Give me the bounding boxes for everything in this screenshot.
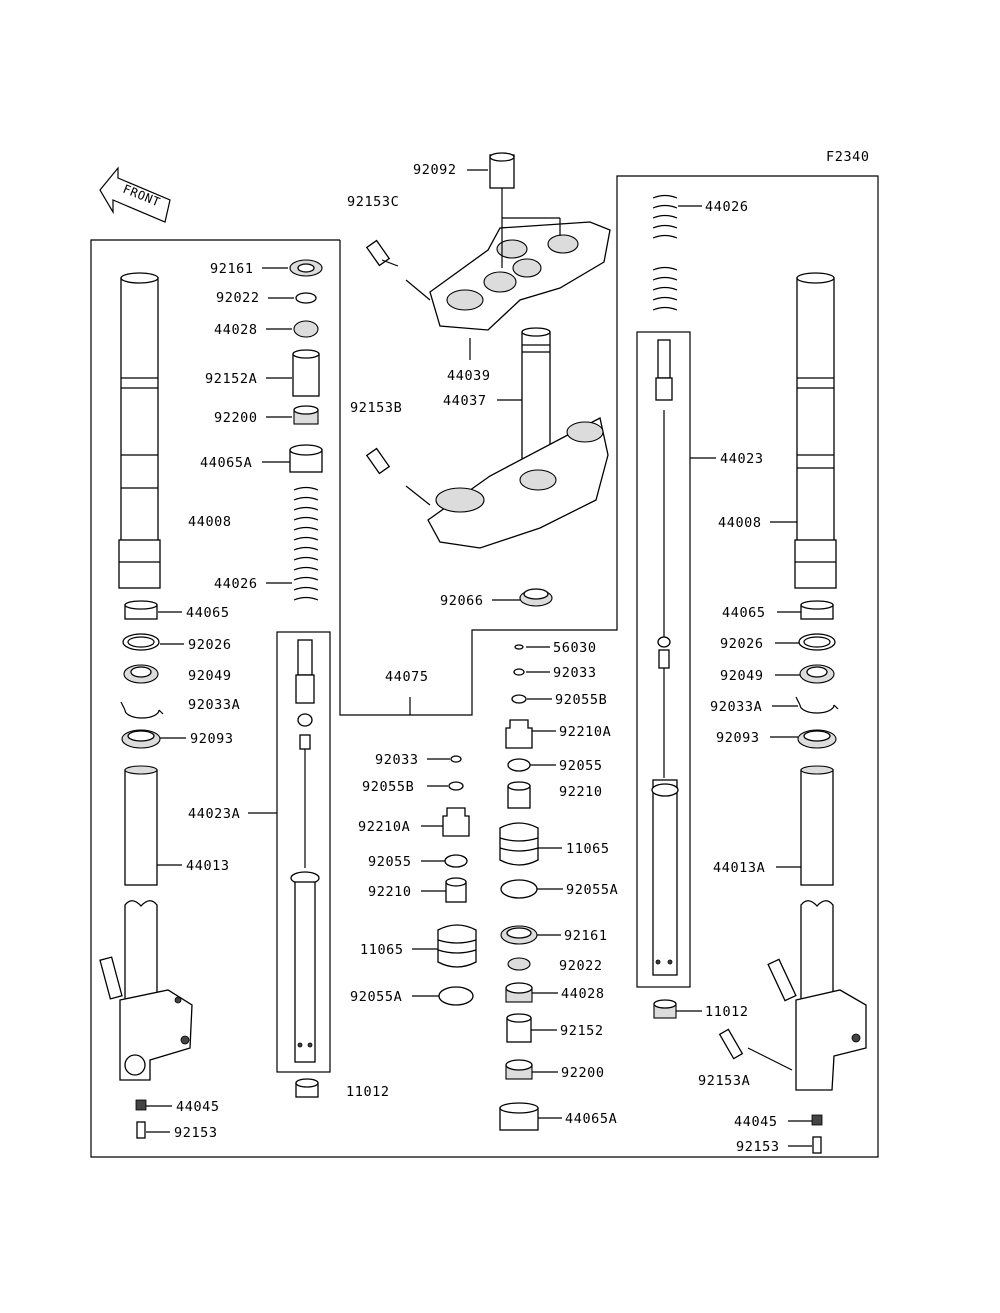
label-92033A: 92033A — [188, 697, 240, 713]
left-cartridge — [290, 639, 320, 1098]
label-92200-mid: 92200 — [561, 1065, 605, 1081]
label-44065: 44065 — [186, 605, 230, 621]
right-outer-tube — [718, 765, 867, 1154]
label-44008: 44008 — [188, 514, 232, 530]
label-44065-right: 44065 — [722, 605, 766, 621]
label-92049: 92049 — [188, 668, 232, 684]
label-92152A: 92152A — [205, 371, 257, 387]
label-92153-right: 92153 — [736, 1139, 780, 1155]
label-92152-mid: 92152 — [560, 1023, 604, 1039]
center-column-parts — [437, 755, 477, 1006]
label-92093-right: 92093 — [716, 730, 760, 746]
top-bridge — [365, 152, 611, 331]
label-11012-right: 11012 — [705, 1004, 749, 1020]
label-92026: 92026 — [188, 637, 232, 653]
label-92066: 92066 — [440, 593, 484, 609]
label-44075: 44075 — [385, 669, 429, 685]
label-92092: 92092 — [413, 162, 457, 178]
label-92153A: 92153A — [698, 1073, 750, 1089]
label-56030: 56030 — [553, 640, 597, 656]
label-44023A: 44023A — [188, 806, 240, 822]
label-44039: 44039 — [447, 368, 491, 384]
right-seals — [795, 600, 839, 749]
label-44023: 44023 — [720, 451, 764, 467]
label-92055-center: 92055 — [368, 854, 412, 870]
label-92049-right: 92049 — [720, 668, 764, 684]
diagram-code: F2340 — [826, 149, 870, 165]
label-92153B: 92153B — [350, 400, 402, 416]
label-92055B-mid: 92055B — [555, 692, 607, 708]
label-44026-right: 44026 — [705, 199, 749, 215]
label-92033A-right: 92033A — [710, 699, 762, 715]
label-92210-mid: 92210 — [559, 784, 603, 800]
middle-column-parts — [499, 644, 539, 1131]
label-92033-mid: 92033 — [553, 665, 597, 681]
right-spring — [652, 194, 678, 311]
label-44065A-mid: 44065A — [565, 1111, 617, 1127]
leader-lines — [146, 169, 812, 1147]
front-label: FRONT — [121, 182, 163, 210]
label-44037: 44037 — [443, 393, 487, 409]
left-outer-tube — [99, 765, 193, 1081]
label-92033-center: 92033 — [375, 752, 419, 768]
right-cartridge — [651, 339, 679, 1019]
label-44028-mid: 44028 — [561, 986, 605, 1002]
label-44026: 44026 — [214, 576, 258, 592]
label-92093: 92093 — [190, 731, 234, 747]
label-92022: 92022 — [216, 290, 260, 306]
label-44013A: 44013A — [713, 860, 765, 876]
stem-nut — [519, 588, 553, 607]
label-44045: 44045 — [176, 1099, 220, 1115]
front-arrow-icon: FRONT — [99, 166, 171, 223]
label-92161-mid: 92161 — [564, 928, 608, 944]
label-44013: 44013 — [186, 858, 230, 874]
label-92055B-center: 92055B — [362, 779, 414, 795]
label-44008-right: 44008 — [718, 515, 762, 531]
label-92026-right: 92026 — [720, 636, 764, 652]
right-cartridge-box — [636, 331, 691, 988]
label-92055-mid: 92055 — [559, 758, 603, 774]
label-92200: 92200 — [214, 410, 258, 426]
label-11065-mid: 11065 — [566, 841, 610, 857]
right-inner-tube — [794, 272, 837, 589]
bottom-bridge — [365, 417, 609, 549]
label-92153: 92153 — [174, 1125, 218, 1141]
label-92210-center: 92210 — [368, 884, 412, 900]
label-92210A-mid: 92210A — [559, 724, 611, 740]
label-11065-center: 11065 — [360, 942, 404, 958]
label-92022-mid: 92022 — [559, 958, 603, 974]
left-cartridge-box — [276, 631, 331, 1073]
label-92055A-center: 92055A — [350, 989, 402, 1005]
left-assembly-box — [90, 175, 879, 1158]
part-labels: 92092 92153C 44039 44037 92153B 92066 44… — [174, 162, 780, 1155]
label-44045-right: 44045 — [734, 1114, 778, 1130]
label-11012: 11012 — [346, 1084, 390, 1100]
label-92210A-center: 92210A — [358, 819, 410, 835]
left-inner-tube — [118, 272, 161, 589]
label-44028: 44028 — [214, 322, 258, 338]
label-92055A-mid: 92055A — [566, 882, 618, 898]
left-upper-parts — [289, 259, 323, 601]
label-92161: 92161 — [210, 261, 254, 277]
label-92153C: 92153C — [347, 194, 399, 210]
label-44065A: 44065A — [200, 455, 252, 471]
left-seals — [120, 600, 164, 1139]
